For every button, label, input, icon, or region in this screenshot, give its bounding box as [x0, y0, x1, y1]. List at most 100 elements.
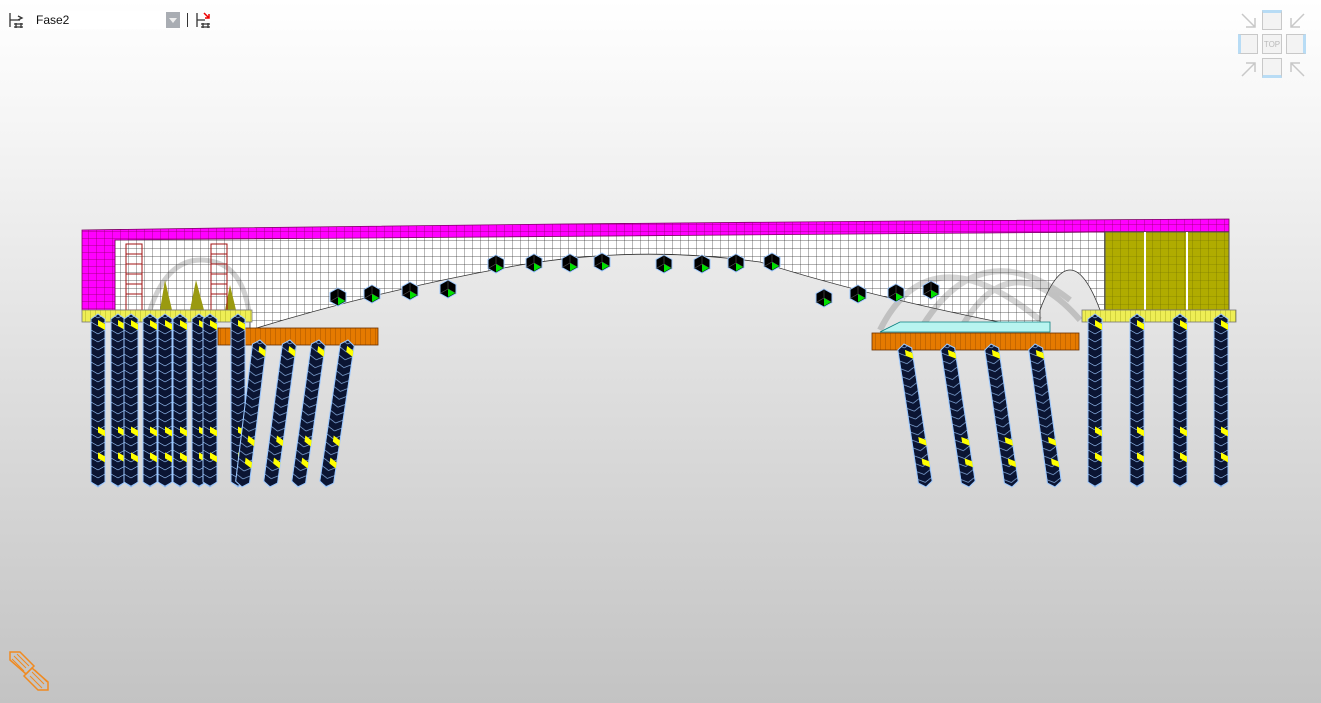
pile-mark [276, 435, 284, 447]
node-markers [329, 252, 940, 308]
pile [263, 339, 297, 488]
pile-mark [1095, 426, 1102, 437]
pile-mark [165, 320, 172, 330]
pile-mark [165, 452, 172, 463]
pile-mark [329, 457, 337, 469]
phase-toolbar: Fase2 [8, 9, 215, 31]
pile-mark [904, 349, 914, 359]
pile [123, 313, 139, 488]
pile [1172, 313, 1188, 488]
node-marker [439, 279, 457, 299]
axis-triad-icon [9, 651, 49, 691]
pile-mark [1050, 458, 1060, 468]
pile-mark [1095, 320, 1102, 330]
pile-mark [150, 426, 157, 437]
view-cube-back[interactable] [1262, 10, 1282, 30]
pile-mark [210, 426, 217, 437]
pile-mark [150, 452, 157, 463]
piles [90, 313, 1229, 488]
node-marker [727, 253, 745, 273]
pile-mark [1137, 452, 1144, 463]
pile-mark [273, 457, 281, 469]
phase-value: Fase2 [36, 13, 70, 27]
pile [90, 313, 106, 488]
pile-mark [1221, 426, 1228, 437]
node-marker [401, 281, 419, 301]
view-cube-front[interactable] [1262, 58, 1282, 78]
pile-mark [921, 458, 931, 468]
pile-mark [1180, 320, 1187, 330]
view-cube-left[interactable] [1238, 34, 1258, 54]
pile-mark [98, 452, 105, 463]
pile-mark [1004, 436, 1014, 446]
pile-mark [131, 452, 138, 463]
pile-mark [1007, 458, 1017, 468]
pile [202, 313, 218, 488]
view-cube-right[interactable] [1286, 34, 1306, 54]
pile-mark [332, 435, 341, 447]
pile-mark [118, 320, 125, 330]
pile [1129, 313, 1145, 488]
pile-mark [1221, 452, 1228, 463]
pile [1213, 313, 1229, 488]
pile [235, 339, 267, 488]
pile [940, 343, 976, 488]
pile [897, 343, 933, 488]
chevron-down-icon[interactable] [166, 12, 180, 28]
pile-mark [131, 426, 138, 437]
pile [110, 313, 126, 488]
pile-mark [346, 345, 354, 357]
pile [1087, 313, 1103, 488]
pile [157, 313, 173, 488]
pile-mark [210, 320, 217, 330]
view-cube-top[interactable]: TOP [1262, 34, 1282, 54]
pile-mark [180, 426, 187, 437]
node-marker [693, 254, 711, 274]
pile-mark [1137, 320, 1144, 330]
pile-mark [131, 320, 138, 330]
phase-dropdown[interactable]: Fase2 [32, 11, 180, 29]
pile [984, 343, 1019, 488]
node-marker [561, 253, 579, 273]
right-beam [871, 332, 1080, 351]
pile-mark [1137, 426, 1144, 437]
pile-mark [118, 452, 125, 463]
pile-mark [258, 345, 266, 357]
pile-mark [210, 452, 217, 463]
pile [319, 339, 355, 488]
pile-mark [317, 345, 325, 357]
pile-mark [98, 426, 105, 437]
node-marker [487, 254, 505, 274]
pile [172, 313, 188, 488]
pile-mark [991, 349, 1001, 359]
pile-mark [1035, 349, 1045, 359]
pile-mark [918, 436, 927, 446]
phase-icon[interactable] [8, 11, 28, 29]
pile-mark [118, 426, 125, 437]
phase-activate-icon[interactable] [195, 11, 215, 29]
pile-mark [304, 435, 312, 447]
node-marker [922, 280, 940, 300]
right-pile-cap [1081, 309, 1237, 323]
pile-mark [180, 320, 187, 330]
node-marker [849, 284, 867, 304]
pile-mark [1221, 320, 1228, 330]
node-marker [815, 288, 833, 308]
node-marker [655, 254, 673, 274]
pile-mark [947, 349, 957, 359]
node-marker [329, 287, 347, 307]
node-marker [763, 252, 781, 272]
pile-mark [165, 426, 172, 437]
view-cube[interactable]: TOP [1238, 10, 1308, 80]
abutment-wall [1104, 231, 1230, 311]
pile-mark [247, 435, 255, 447]
soil-wedges [879, 321, 1051, 333]
node-marker [363, 284, 381, 304]
pile-mark [288, 345, 296, 357]
pile [1028, 343, 1062, 488]
pile-mark [244, 457, 253, 469]
pile-mark [964, 458, 974, 468]
node-marker [593, 252, 611, 272]
pile-mark [1180, 452, 1187, 463]
